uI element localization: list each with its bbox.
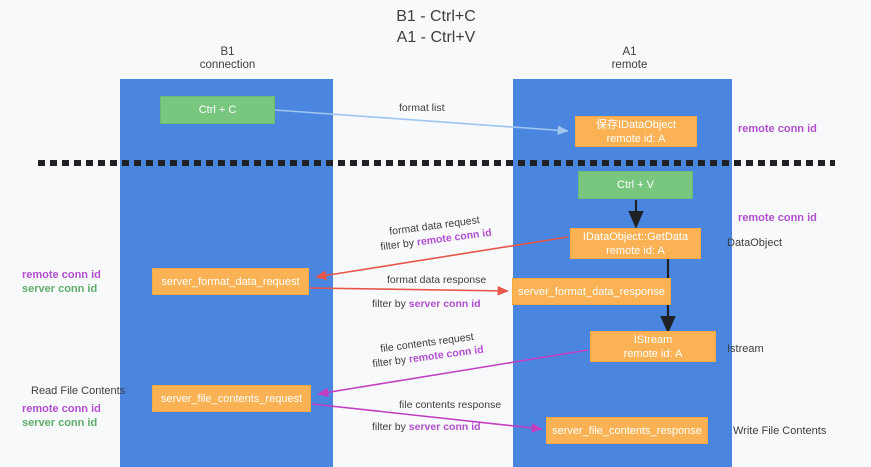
node-istream[interactable]: IStream remote id: A	[590, 331, 716, 362]
node-save-idataobject[interactable]: 保存IDataObject remote id: A	[575, 116, 697, 147]
edge-label-format-data-response: format data response	[387, 274, 487, 286]
edge-label-format-data-response-filter: filter by server conn id	[372, 297, 481, 311]
annotation-server-conn-id: server conn id	[22, 417, 98, 429]
annotation-remote-conn-id: remote conn id	[22, 403, 101, 415]
node-server-file-contents-response[interactable]: server_file_contents_response	[546, 417, 708, 444]
annotation-read-file-contents: Read File Contents	[31, 385, 126, 397]
annotation-server-conn-id: server conn id	[22, 283, 98, 295]
edge-format-data-response	[309, 286, 509, 296]
filter-prefix: filter by	[371, 353, 410, 371]
lane-header-a1: A1 remote	[611, 46, 648, 71]
node-idataobject-getdata[interactable]: IDataObject::GetData remote id: A	[570, 228, 701, 259]
annotation-remote-conn-id: remote conn id	[22, 269, 101, 281]
edge-label-file-contents-response: file contents response	[399, 399, 502, 411]
page-title: B1 - Ctrl+C A1 - Ctrl+V	[396, 8, 476, 46]
edge-label-format-list: format list	[399, 102, 445, 114]
node-ctrl-c[interactable]: Ctrl + C	[160, 96, 275, 124]
filter-prefix: filter by	[372, 421, 409, 433]
filter-key-server-conn-id: server conn id	[408, 298, 481, 310]
lane-header-b1: B1 connection	[199, 46, 256, 71]
edge-label-file-contents-response-filter: filter by server conn id	[372, 420, 481, 434]
annotation-left-conn-ids-bottom: remote conn id server conn id	[22, 402, 101, 430]
node-server-format-data-response[interactable]: server_format_data_response	[512, 278, 671, 305]
filter-prefix: filter by	[379, 236, 418, 254]
annotation-write-file-contents: Write File Contents	[733, 425, 827, 437]
node-server-file-contents-request[interactable]: server_file_contents_request	[152, 385, 311, 412]
node-server-format-data-request[interactable]: server_format_data_request	[152, 268, 309, 295]
annotation-istream: Istream	[727, 343, 764, 355]
filter-prefix: filter by	[372, 298, 409, 310]
annotation-dataobject: DataObject	[727, 237, 783, 249]
annotation-left-conn-ids-mid: remote conn id server conn id	[22, 268, 101, 296]
node-ctrl-v[interactable]: Ctrl + V	[578, 171, 693, 199]
annotation-remote-conn-id-mid: remote conn id	[738, 212, 817, 224]
filter-key-server-conn-id: server conn id	[408, 421, 481, 433]
annotation-remote-conn-id-top: remote conn id	[738, 123, 817, 135]
